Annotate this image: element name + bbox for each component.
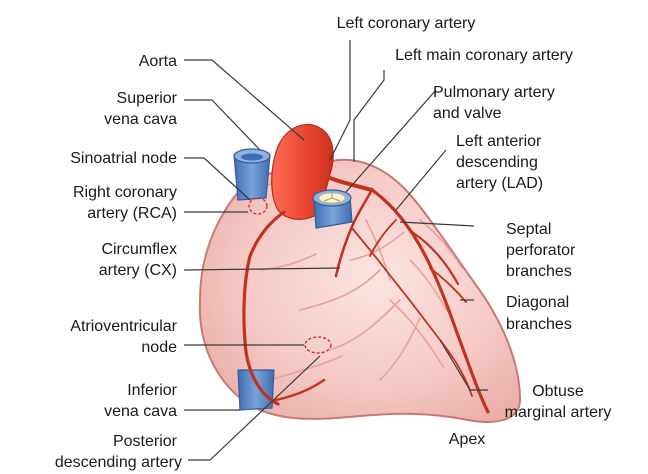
label-pda-line2: descending artery xyxy=(55,454,182,471)
pulmonary-artery xyxy=(313,190,352,228)
label-obtuse-marginal-line2: marginal artery xyxy=(505,404,612,421)
label-av-node-line2: node xyxy=(141,339,177,356)
label-lad-line3: artery (LAD) xyxy=(456,175,543,192)
label-lad-line2: descending xyxy=(456,154,538,171)
label-aorta: Aorta xyxy=(139,53,177,70)
label-pulmonary-artery-line1: Pulmonary artery xyxy=(433,84,555,101)
label-inferior-vena-cava-line1: Inferior xyxy=(127,382,177,399)
label-pda-line1: Posterior xyxy=(113,433,178,450)
label-septal-line2: perforator xyxy=(506,242,576,259)
label-left-coronary-artery: Left coronary artery xyxy=(337,15,476,32)
label-av-node-line1: Atrioventricular xyxy=(70,318,177,335)
label-circumflex-line1: Circumflex xyxy=(101,241,177,258)
label-septal-line3: branches xyxy=(506,263,572,280)
label-circumflex-line2: artery (CX) xyxy=(99,262,177,279)
label-pulmonary-artery-line2: and valve xyxy=(433,105,502,122)
label-obtuse-marginal-line1: Obtuse xyxy=(532,383,584,400)
label-diagonal-line1: Diagonal xyxy=(506,294,569,311)
label-apex: Apex xyxy=(449,431,485,448)
superior-vena-cava xyxy=(234,149,270,200)
label-diagonal-line2: branches xyxy=(506,316,572,333)
label-rca-line2: artery (RCA) xyxy=(87,205,177,222)
label-inferior-vena-cava-line2: vena cava xyxy=(104,403,177,420)
label-left-main-coronary-artery: Left main coronary artery xyxy=(395,47,573,64)
label-lad-line1: Left anterior xyxy=(456,133,542,150)
label-sinoatrial-node: Sinoatrial node xyxy=(70,150,177,167)
label-superior-vena-cava-line2: vena cava xyxy=(104,111,177,128)
label-superior-vena-cava-line1: Superior xyxy=(117,90,178,107)
label-rca-line1: Right coronary xyxy=(73,184,177,201)
label-septal-line1: Septal xyxy=(506,221,551,238)
